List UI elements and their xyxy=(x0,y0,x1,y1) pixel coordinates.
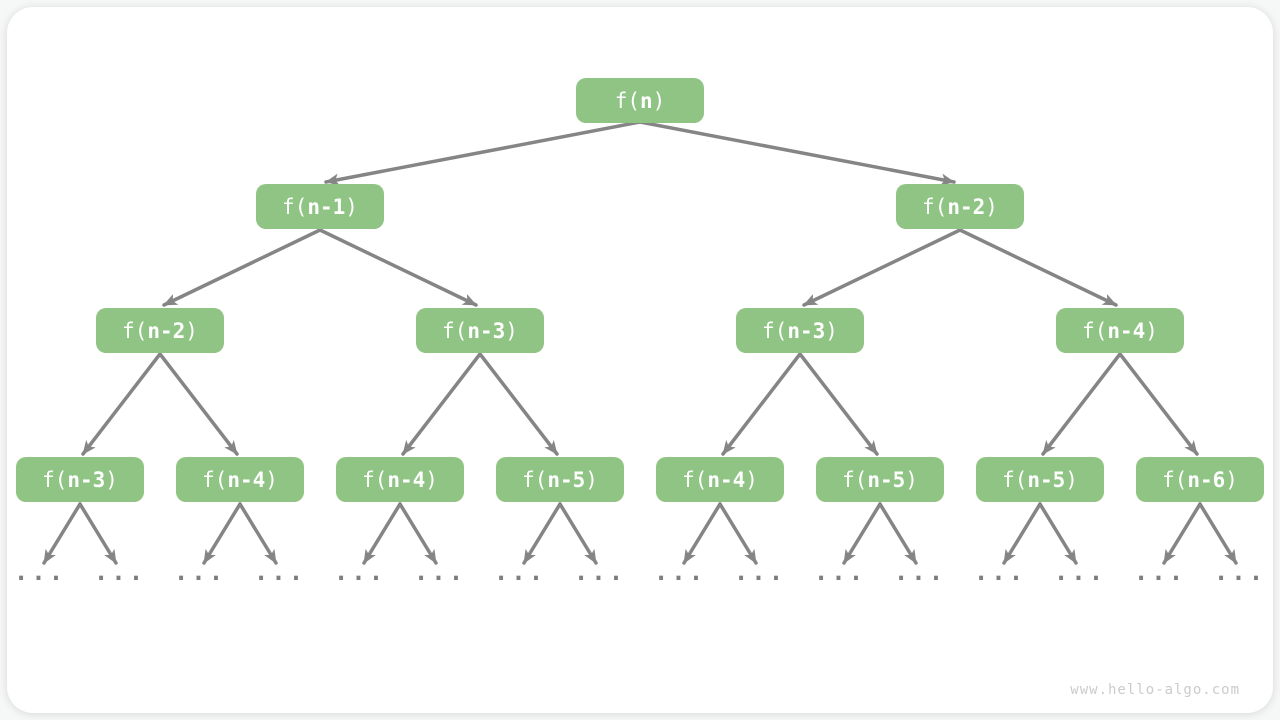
node-arg: n-6 xyxy=(1187,467,1226,492)
tree-node-f-n-4: f(n-4) xyxy=(656,457,784,502)
node-arg: n-3 xyxy=(787,318,826,343)
node-label: f( xyxy=(614,88,640,113)
node-label: ) xyxy=(1145,318,1158,343)
ellipsis-leaf: ... xyxy=(173,558,227,586)
ellipsis-leaf: ... xyxy=(733,558,787,586)
tree-node-f-n-5: f(n-5) xyxy=(816,457,944,502)
node-arg: n-1 xyxy=(307,194,346,219)
node-label: f( xyxy=(42,467,68,492)
ellipsis-leaf: ... xyxy=(653,558,707,586)
tree-node-f-n-4: f(n-4) xyxy=(336,457,464,502)
tree-node-f-n-5: f(n-5) xyxy=(976,457,1104,502)
node-arg: n-4 xyxy=(1107,318,1146,343)
node-arg: n-4 xyxy=(707,467,746,492)
node-label: f( xyxy=(122,318,148,343)
tree-node-f-n-4: f(n-4) xyxy=(176,457,304,502)
ellipsis-leaf: ... xyxy=(413,558,467,586)
node-label: f( xyxy=(1162,467,1188,492)
node-label: ) xyxy=(265,467,278,492)
node-label: f( xyxy=(362,467,388,492)
node-arg: n xyxy=(639,88,653,113)
node-label: f( xyxy=(842,467,868,492)
node-arg: n-3 xyxy=(67,467,106,492)
ellipsis-leaf: ... xyxy=(13,558,67,586)
node-arg: n-2 xyxy=(147,318,186,343)
node-arg: n-4 xyxy=(387,467,426,492)
tree-node-f-n: f(n) xyxy=(576,78,704,123)
tree-node-f-n-3: f(n-3) xyxy=(416,308,544,353)
node-label: ) xyxy=(1225,467,1238,492)
node-label: f( xyxy=(1002,467,1028,492)
node-arg: n-5 xyxy=(867,467,906,492)
node-label: ) xyxy=(105,467,118,492)
node-arg: n-5 xyxy=(547,467,586,492)
tree-node-f-n-5: f(n-5) xyxy=(496,457,624,502)
node-label: f( xyxy=(762,318,788,343)
node-label: ) xyxy=(825,318,838,343)
node-arg: n-2 xyxy=(947,194,986,219)
ellipsis-leaf: ... xyxy=(573,558,627,586)
watermark: www.hello-algo.com xyxy=(1070,682,1240,698)
node-arg: n-4 xyxy=(227,467,266,492)
tree-node-f-n-3: f(n-3) xyxy=(16,457,144,502)
node-label: ) xyxy=(745,467,758,492)
node-label: ) xyxy=(652,88,666,113)
node-label: ) xyxy=(585,467,598,492)
ellipsis-leaf: ... xyxy=(1133,558,1187,586)
ellipsis-leaf: ... xyxy=(493,558,547,586)
node-label: f( xyxy=(442,318,468,343)
tree-node-f-n-2: f(n-2) xyxy=(896,184,1024,229)
node-arg: n-5 xyxy=(1027,467,1066,492)
node-label: f( xyxy=(202,467,228,492)
node-label: f( xyxy=(1082,318,1108,343)
node-label: ) xyxy=(425,467,438,492)
ellipsis-leaf: ... xyxy=(93,558,147,586)
ellipsis-leaf: ... xyxy=(893,558,947,586)
node-label: ) xyxy=(345,194,358,219)
ellipsis-leaf: ... xyxy=(333,558,387,586)
ellipsis-leaf: ... xyxy=(1053,558,1107,586)
ellipsis-leaf: ... xyxy=(973,558,1027,586)
node-label: ) xyxy=(185,318,198,343)
tree-node-f-n-3: f(n-3) xyxy=(736,308,864,353)
ellipsis-leaf: ... xyxy=(813,558,867,586)
node-label: f( xyxy=(282,194,308,219)
tree-node-f-n-4: f(n-4) xyxy=(1056,308,1184,353)
ellipsis-leaf: ... xyxy=(253,558,307,586)
node-label: ) xyxy=(905,467,918,492)
node-arg: n-3 xyxy=(467,318,506,343)
node-label: ) xyxy=(505,318,518,343)
node-label: ) xyxy=(985,194,998,219)
node-label: f( xyxy=(682,467,708,492)
node-label: f( xyxy=(922,194,948,219)
node-label: ) xyxy=(1065,467,1078,492)
tree-node-f-n-2: f(n-2) xyxy=(96,308,224,353)
ellipsis-leaf: ... xyxy=(1213,558,1267,586)
tree-node-f-n-6: f(n-6) xyxy=(1136,457,1264,502)
tree-node-f-n-1: f(n-1) xyxy=(256,184,384,229)
node-label: f( xyxy=(522,467,548,492)
